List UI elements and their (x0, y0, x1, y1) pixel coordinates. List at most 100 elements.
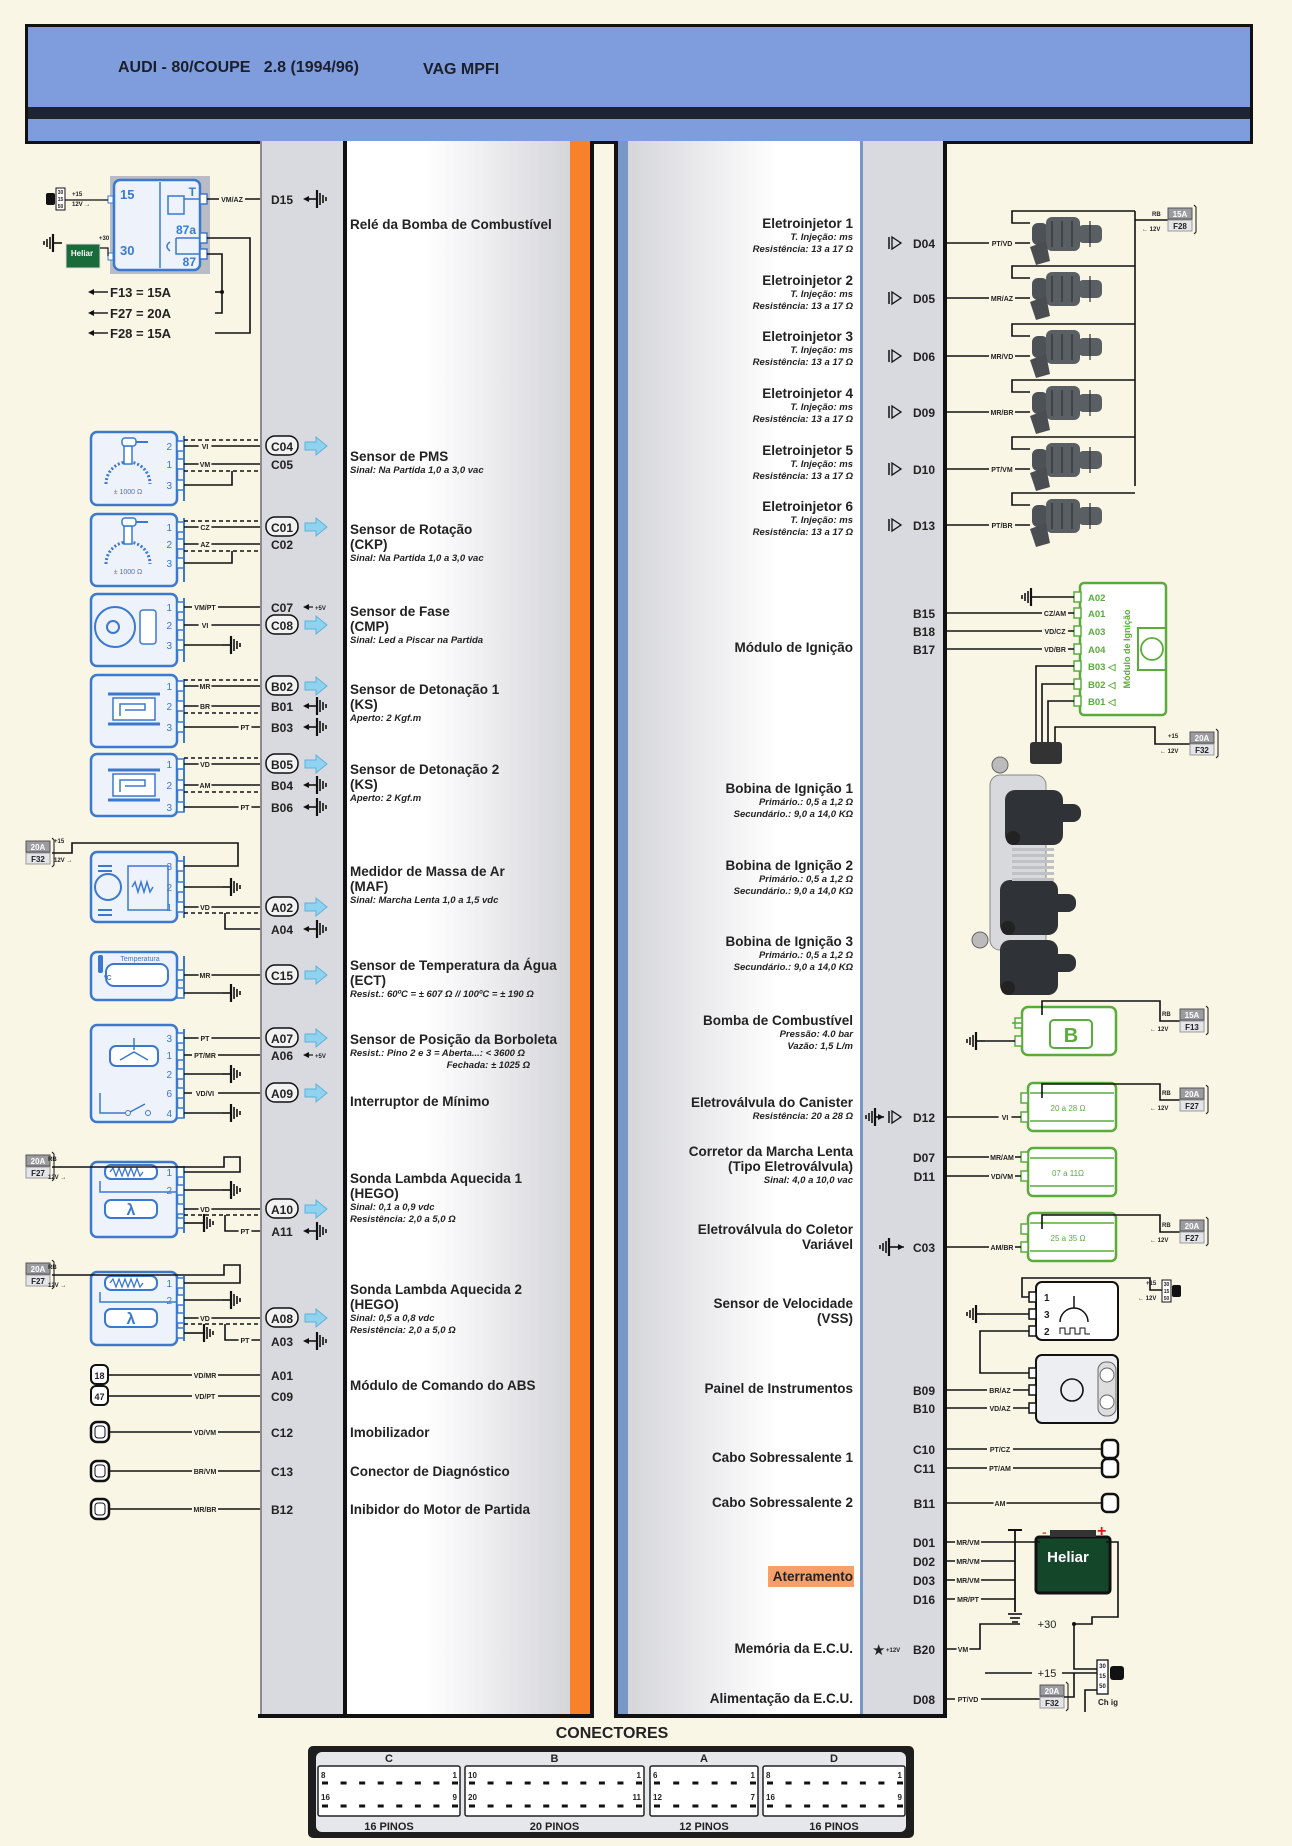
component-title: Bobina de Ignição 3 (725, 934, 853, 949)
component-spec: Resistência: 13 a 17 Ω (753, 471, 854, 482)
connector-pin (377, 1804, 384, 1808)
connector-pin (561, 1781, 568, 1785)
sensor-pin (176, 901, 185, 913)
wire-label-bg (198, 1204, 212, 1214)
supply-label: +15 (72, 192, 83, 198)
sensor-pin-number: 3 (166, 1034, 172, 1045)
device-pin (1020, 1223, 1029, 1235)
arrow-icon (878, 1114, 884, 1120)
gauge-icon (1099, 1367, 1115, 1383)
sensor-pin-number: 2 (166, 883, 172, 894)
ecu-pin-C09: C09 (271, 1390, 293, 1404)
connector-pin (322, 1781, 328, 1785)
module-pin-label: B02 ◁ (1088, 680, 1116, 691)
sensor-box (89, 850, 179, 924)
relay-box (112, 178, 202, 272)
wire-label-bg (989, 407, 1015, 417)
ignition-switch-label: Ch ig (1098, 1698, 1118, 1707)
signal-arrow-icon (304, 1198, 328, 1220)
wire-color-label: VD/MR (194, 1373, 217, 1380)
unit-label: ºC (104, 975, 112, 982)
component-spec: Resistência: 13 a 17 Ω (753, 527, 854, 538)
fuse-rating: 20A (31, 1265, 46, 1274)
wire-color-label: PT/VM (991, 467, 1013, 474)
pin-number: 1 (898, 1771, 903, 1780)
injector-cap (1032, 505, 1048, 527)
wire (119, 703, 146, 716)
connector-pin (469, 1781, 475, 1785)
fuse-body (1167, 219, 1193, 232)
injector-driver-icon (891, 290, 903, 306)
wire-label-bg (198, 1033, 212, 1043)
supply-label: RB (1162, 1091, 1171, 1097)
ignition-key-icon (1110, 1666, 1124, 1680)
fuse-bracket (1193, 204, 1197, 235)
wire-label-bg (989, 1152, 1015, 1162)
ignition-terminal: 30 (58, 190, 64, 196)
wire (1011, 492, 1135, 506)
wire-color-label: VM/AZ (221, 197, 244, 204)
arrow-icon (303, 782, 309, 788)
module-pin-label: A02 (1088, 593, 1105, 604)
ground-icon (195, 1324, 214, 1342)
supply-label: +15 (1168, 734, 1179, 740)
component-spec: Secundário.: 9,0 a 14,0 KΩ (734, 809, 854, 820)
junction (220, 290, 224, 294)
ecu-pin-C02: C02 (271, 538, 293, 552)
lambda-icon: λ (127, 1202, 136, 1219)
injector-driver-icon (891, 404, 903, 420)
ignition-terminal: 15 (58, 197, 64, 203)
component-title: Bobina de Ignição 1 (725, 781, 853, 796)
sensor-pin-number: 1 (166, 1279, 172, 1290)
connector-pin (322, 1804, 328, 1808)
sensor-pin (176, 1312, 185, 1324)
connector-pin (561, 1804, 568, 1808)
wire-label-bg (198, 539, 212, 549)
sensor-pin (176, 1327, 185, 1339)
highlight-bg (768, 1566, 854, 1587)
wire-label-bg (989, 520, 1015, 530)
sensor-pin-number: 1 (166, 682, 172, 693)
wire (1011, 379, 1135, 393)
injector-connector (1030, 467, 1050, 491)
wire-label-bg (993, 1498, 1007, 1508)
transistor-icon (1140, 637, 1164, 661)
wire-color-label: PT (201, 1036, 211, 1043)
wire-label-bg (198, 759, 212, 769)
sensor-pin (176, 440, 185, 452)
component-title: Eletroinjetor 3 (762, 329, 853, 344)
sensor-pin-number: 2 (1044, 1327, 1050, 1338)
ground-icon (966, 1305, 985, 1323)
wire-color-label: VD/VM (991, 1174, 1013, 1181)
injector-cap (1032, 278, 1048, 300)
component-spec: Fechada: ± 1025 Ω (447, 1060, 531, 1071)
fuse-body (25, 852, 51, 865)
sensor-pin-number: 2 (166, 442, 172, 453)
wire-label-bg (987, 1403, 1013, 1413)
component-spec: Resist.: 60ºC = ± 607 Ω // 100ºC = ± 190… (350, 989, 534, 1000)
pulse-signal-icon (1059, 1327, 1090, 1335)
ground-icon (308, 776, 327, 794)
wire-color-label: BR (200, 704, 210, 711)
sensor-name: Temperatura (120, 956, 159, 963)
connector-block (762, 1765, 906, 1817)
wire-color-label: PT (241, 725, 251, 732)
sensor-pin-number: 1 (166, 760, 172, 771)
wire-label-bg (955, 1575, 981, 1585)
ecu-pin-C01: C01 (271, 521, 293, 535)
wire (1073, 1624, 1097, 1670)
ground-icon (308, 1332, 327, 1350)
ecu-pin-C05: C05 (271, 458, 293, 472)
ecu-pin-B02: B02 (271, 680, 293, 694)
wire-color-label: PT (241, 805, 251, 812)
wire-color-label: MR/VM (956, 1540, 980, 1547)
connector-pin (452, 1804, 458, 1808)
circled-pin-badge (265, 964, 299, 985)
injector-body (1046, 217, 1080, 251)
sensor-pin (176, 601, 185, 613)
right-label-column (628, 141, 860, 1714)
circled-pin-badge (265, 1198, 299, 1219)
lambda-element-icon (104, 1308, 158, 1328)
pin-number: 8 (766, 1771, 771, 1780)
ecu-pin-D13: D13 (913, 519, 935, 533)
